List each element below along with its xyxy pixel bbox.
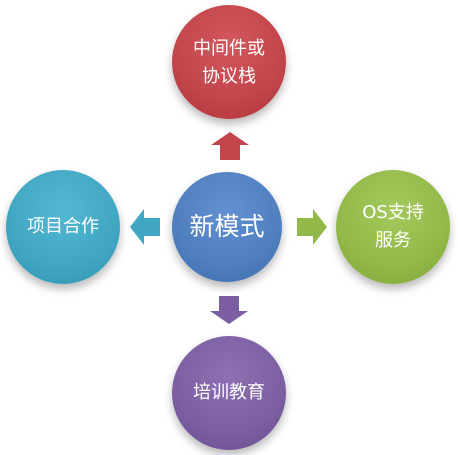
arrow-right-icon (297, 209, 327, 245)
node-new-model: 新模式 (172, 172, 282, 282)
node-label-top: 中间件或 协议栈 (193, 38, 265, 87)
arrow-up-icon (211, 132, 249, 160)
node-label-bottom: 培训教育 (193, 382, 265, 404)
node-label-left: 项目合作 (27, 216, 99, 238)
node-project-cooperation: 项目合作 (6, 170, 120, 284)
arrow-down-icon (210, 296, 248, 324)
node-training-education: 培训教育 (172, 336, 286, 450)
node-os-support-service: OS支持 服务 (336, 170, 450, 284)
arrow-left-icon (130, 209, 160, 245)
node-label-right: OS支持 服务 (362, 202, 424, 251)
node-middleware-protocol-stack: 中间件或 协议栈 (172, 5, 286, 119)
node-label-center: 新模式 (189, 211, 265, 241)
